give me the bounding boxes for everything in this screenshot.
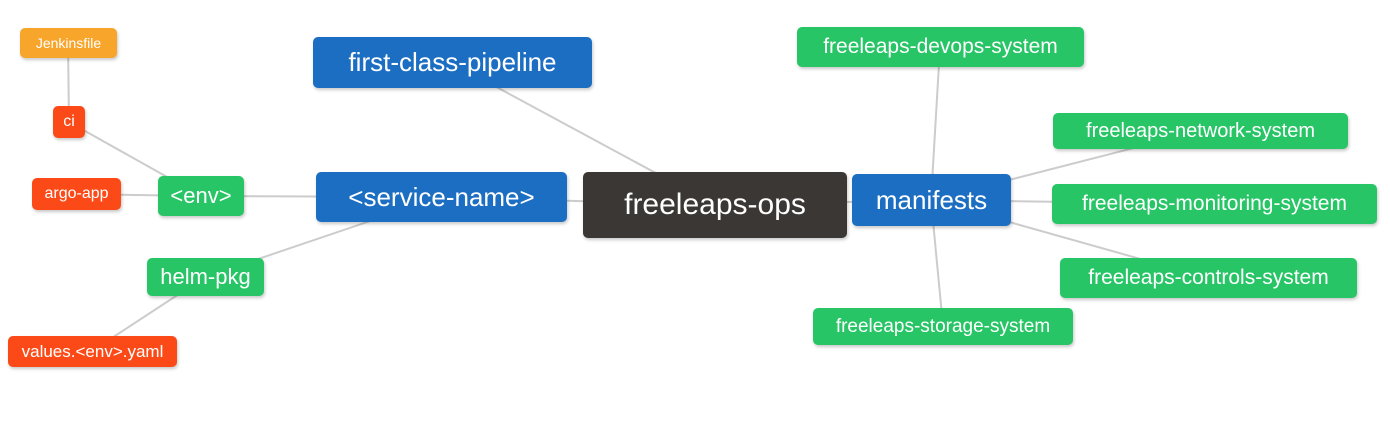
node-jenkinsfile[interactable]: Jenkinsfile <box>20 28 117 58</box>
node-freeleaps-ops-root[interactable]: freeleaps-ops <box>583 172 847 238</box>
node-env[interactable]: <env> <box>158 176 244 216</box>
node-first-class-pipeline[interactable]: first-class-pipeline <box>313 37 592 88</box>
node-freeleaps-storage-system[interactable]: freeleaps-storage-system <box>813 308 1073 345</box>
node-freeleaps-network-system[interactable]: freeleaps-network-system <box>1053 113 1348 149</box>
node-service-name[interactable]: <service-name> <box>316 172 567 222</box>
node-freeleaps-monitoring-system[interactable]: freeleaps-monitoring-system <box>1052 184 1377 224</box>
node-argo-app[interactable]: argo-app <box>32 178 121 210</box>
node-freeleaps-devops-system[interactable]: freeleaps-devops-system <box>797 27 1084 67</box>
node-helm-pkg[interactable]: helm-pkg <box>147 258 264 296</box>
node-manifests[interactable]: manifests <box>852 174 1011 226</box>
node-values-env-yaml[interactable]: values.<env>.yaml <box>8 336 177 367</box>
node-freeleaps-controls-system[interactable]: freeleaps-controls-system <box>1060 258 1357 298</box>
node-ci[interactable]: ci <box>53 106 85 138</box>
